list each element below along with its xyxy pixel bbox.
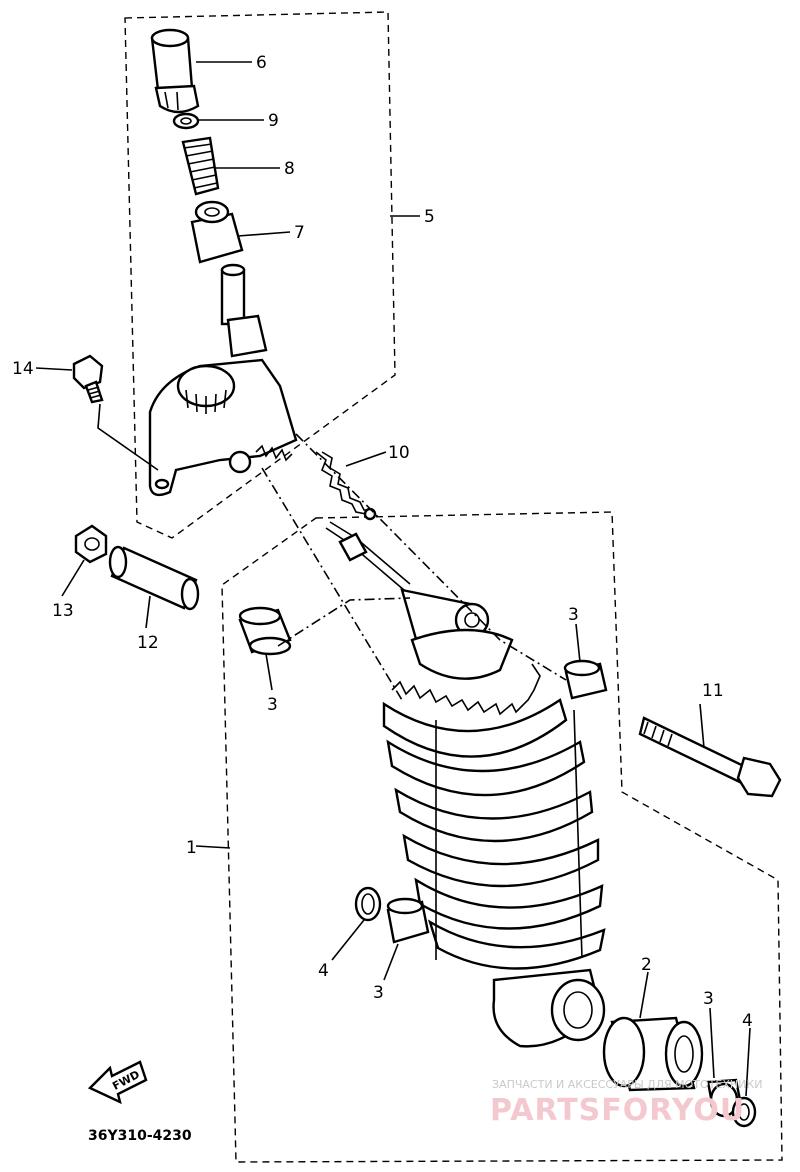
callout-3: 3 — [568, 605, 579, 625]
sub-assembly-5-boundary — [124, 11, 396, 539]
callout-6: 6 — [256, 53, 267, 73]
part-5-remote-adjuster — [148, 263, 298, 497]
part-10-chain — [315, 451, 377, 521]
callout-11: 11 — [702, 681, 724, 701]
callout-3: 3 — [373, 983, 384, 1003]
part-3-bushing-lower-left — [386, 897, 430, 944]
watermark-line2: PARTSFORYOU — [490, 1093, 745, 1128]
callout-4: 4 — [318, 961, 329, 981]
callout-2: 2 — [641, 955, 652, 975]
leader-lines — [35, 61, 751, 1097]
callout-3: 3 — [267, 695, 278, 715]
part-13-nut — [74, 524, 108, 564]
assembly-1-boundary — [221, 511, 783, 1163]
callout-8: 8 — [284, 159, 295, 179]
callout-7: 7 — [294, 223, 305, 243]
callout-5: 5 — [424, 207, 435, 227]
part-7-adjuster-nut — [190, 200, 244, 264]
part-11-bolt — [638, 716, 782, 798]
part-3-bushing-upper-right — [563, 659, 608, 700]
callout-13: 13 — [52, 601, 74, 621]
part-4-o-ring-left — [354, 886, 382, 922]
fwd-arrow-icon: FWD — [87, 1060, 148, 1105]
part-6-adjuster-knob — [150, 28, 200, 114]
part-12-collar — [108, 545, 200, 611]
callout-14: 14 — [12, 359, 34, 379]
part-8-spring — [181, 136, 220, 196]
part-14-bolt — [72, 354, 104, 404]
watermark: ЗАПЧАСТИ И АКСЕССУАРЫ ДЛЯ МОТОТЕХНИКИ PA… — [490, 1078, 762, 1128]
part-4-o-ring-right — [731, 1096, 757, 1128]
part-2-bushing — [602, 1016, 704, 1092]
callout-9: 9 — [268, 111, 279, 131]
diagram-part-number: 36Y310-4230 — [88, 1128, 192, 1144]
part-3-bushing-upper-left — [238, 606, 292, 656]
callout-12: 12 — [137, 633, 159, 653]
callout-4: 4 — [742, 1011, 753, 1031]
callout-10: 10 — [388, 443, 410, 463]
watermark-line1: ЗАПЧАСТИ И АКСЕССУАРЫ ДЛЯ МОТОТЕХНИКИ — [492, 1078, 762, 1091]
callout-1: 1 — [186, 838, 197, 858]
callout-labels: 1 2 3 3 3 3 4 4 5 6 7 8 9 10 11 12 13 14 — [12, 53, 753, 1031]
part-1-shock-absorber — [325, 521, 606, 1048]
callout-3: 3 — [703, 989, 714, 1009]
part-9-washer — [172, 112, 200, 130]
